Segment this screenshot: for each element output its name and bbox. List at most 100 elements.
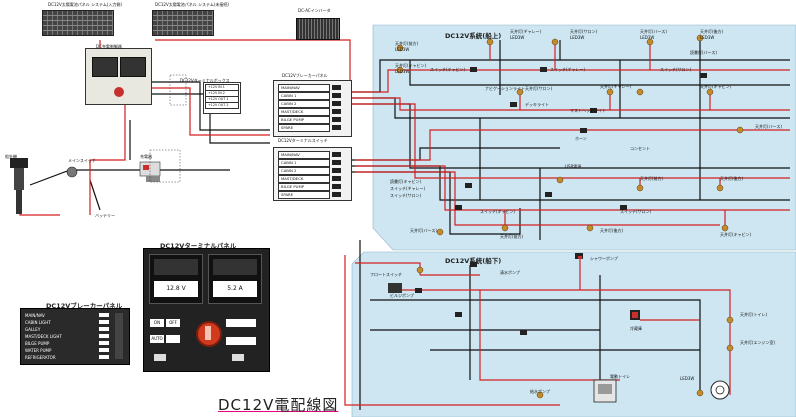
breaker-switch[interactable] (332, 109, 341, 114)
svg-text:LED3W: LED3W (510, 35, 524, 40)
svg-text:天井灯(バース): 天井灯(バース) (410, 227, 437, 233)
breaker-panel-row: MAIN/NAV (25, 313, 45, 318)
controller-knob[interactable] (114, 87, 124, 97)
svg-text:清水ポンプ: 清水ポンプ (500, 269, 520, 275)
breaker-panel-row: WATER PUMP (25, 348, 52, 353)
svg-text:天井灯(キャビン): 天井灯(キャビン) (395, 62, 427, 68)
breaker-switch[interactable] (332, 85, 341, 90)
breaker-panel-row: GALLEY (25, 327, 41, 332)
breaker-panel-row: MAST/DECK LIGHT (25, 334, 62, 339)
svg-text:冷蔵庫: 冷蔵庫 (630, 325, 642, 331)
breaker-toggle[interactable] (99, 334, 109, 338)
gauge-display (213, 259, 257, 275)
main-panel-label: DC12Vターミナルパネル (160, 242, 237, 250)
svg-text:LED3W: LED3W (700, 35, 714, 40)
breaker-switch[interactable] (332, 160, 341, 165)
svg-text:スイッチ(ギャレー): スイッチ(ギャレー) (550, 67, 586, 72)
svg-text:メインスイッチ: メインスイッチ (68, 158, 96, 163)
breaker-toggle[interactable] (99, 313, 109, 317)
svg-text:天井灯(ギャレー): 天井灯(ギャレー) (600, 83, 632, 89)
svg-text:LED3W: LED3W (680, 376, 694, 381)
panel-btn[interactable] (226, 319, 256, 327)
breaker-toggle[interactable] (99, 341, 109, 345)
svg-text:USB電源: USB電源 (565, 163, 581, 169)
svg-text:船外機: 船外機 (5, 153, 17, 159)
svg-text:バッテリー: バッテリー (95, 212, 115, 218)
svg-text:天井灯(後方): 天井灯(後方) (720, 175, 744, 181)
breaker-switch[interactable] (332, 117, 341, 122)
breaker-toggle[interactable] (99, 320, 109, 324)
panel-gauge-left: 12.8 V (149, 254, 203, 304)
panel-gauge-right: 5.2 A (208, 254, 262, 304)
breaker-toggle[interactable] (99, 327, 109, 331)
svg-text:天井灯(後方): 天井灯(後方) (700, 28, 724, 34)
solar-right-label: DC12V太陽電池パネル システム(未接続) (155, 2, 229, 7)
gauge-display (154, 259, 198, 275)
breaker-switch[interactable] (332, 93, 341, 98)
panel-btn-auto[interactable]: AUTO (150, 335, 164, 343)
breaker1-block: MAIN/NAV CABIN 1 CABIN 2 MAST/DECK BILGE… (273, 80, 352, 137)
charge-controller (85, 48, 152, 105)
svg-text:読書灯(キャビン): 読書灯(キャビン) (390, 178, 422, 184)
svg-text:充電器: 充電器 (140, 153, 152, 159)
inverter-label: DC-ACインバータ (298, 8, 331, 13)
panel-btn[interactable] (226, 337, 256, 345)
svg-text:天井灯(後方): 天井灯(後方) (600, 227, 624, 233)
knob-indicator (205, 326, 211, 340)
lower-section-title: DC12V系統(船下) (445, 257, 502, 265)
svg-text:LED3W: LED3W (395, 69, 409, 74)
svg-text:天井灯(サロン): 天井灯(サロン) (525, 85, 553, 91)
breaker-toggle[interactable] (99, 348, 109, 352)
main-switch-knob[interactable] (196, 321, 222, 347)
breaker-bus (115, 313, 123, 359)
svg-text:スイッチ(サロン): スイッチ(サロン) (390, 193, 422, 198)
breaker2-row: SPARE (278, 191, 330, 199)
svg-text:読書灯(バース): 読書灯(バース) (690, 49, 717, 55)
panel-btn[interactable] (166, 335, 180, 343)
svg-text:ビルジポンプ: ビルジポンプ (390, 292, 414, 298)
breaker-switch[interactable] (332, 152, 341, 157)
svg-text:スイッチ(キャビン): スイッチ(キャビン) (430, 66, 466, 72)
svg-text:給水ポンプ: 給水ポンプ (530, 388, 550, 394)
svg-text:ホーン: ホーン (575, 136, 587, 141)
panel-btn-off[interactable]: OFF (166, 319, 180, 327)
panel-indicator (232, 354, 244, 361)
breaker-toggle[interactable] (99, 355, 109, 359)
svg-text:スイッチ(サロン): スイッチ(サロン) (660, 67, 692, 72)
svg-text:天井灯(前方): 天井灯(前方) (500, 233, 524, 239)
svg-text:コンセント: コンセント (630, 146, 650, 151)
solar-panel-right (152, 10, 214, 36)
gauge-readout-current: 5.2 A (213, 281, 257, 297)
controller-display-right (120, 57, 146, 77)
solar-left-label: DC12V太陽電池パネル システム(入力側) (48, 2, 122, 7)
svg-text:マストヘッドライト: マストヘッドライト (570, 107, 606, 113)
breaker1-label: DC12Vブレーカーパネル (282, 73, 328, 78)
svg-text:シャワーポンプ: シャワーポンプ (590, 255, 618, 261)
breaker2-row: MAIN/NAV (278, 151, 330, 159)
main-panel: 12.8 V 5.2 A ON OFF AUTO (143, 248, 270, 372)
controller-display-left (92, 57, 118, 77)
panel-btn-on[interactable]: ON (150, 319, 164, 327)
svg-text:天井灯(キャビン): 天井灯(キャビン) (720, 231, 752, 237)
junction-label: DC12Vターミナルボックス (180, 78, 230, 83)
breaker2-row: CABIN 2 (278, 167, 330, 175)
breaker2-block: MAIN/NAV CABIN 1 CABIN 2 MAST/DECK BILGE… (273, 147, 352, 201)
svg-text:天井灯(前方): 天井灯(前方) (395, 40, 419, 46)
panel-indicator (154, 354, 166, 361)
svg-text:天井灯(バース): 天井灯(バース) (640, 28, 667, 34)
breaker-switch[interactable] (332, 192, 341, 197)
svg-text:LED3W: LED3W (640, 35, 654, 40)
svg-text:スイッチ(ギャレー): スイッチ(ギャレー) (390, 186, 426, 191)
breaker-switch[interactable] (332, 101, 341, 106)
breaker1-row: SPARE (278, 124, 330, 132)
breaker-switch[interactable] (332, 184, 341, 189)
breaker1-row: BILGE PUMP (278, 116, 330, 124)
breaker-switch[interactable] (332, 125, 341, 130)
breaker-switch[interactable] (332, 168, 341, 173)
breaker-switch[interactable] (332, 176, 341, 181)
breaker-panel-label: DC12Vブレーカーパネル (46, 302, 123, 310)
svg-text:天井灯(キャビン): 天井灯(キャビン) (700, 83, 732, 89)
svg-text:スイッチ(キャビン): スイッチ(キャビン) (480, 208, 516, 214)
svg-text:天井灯(前方): 天井灯(前方) (640, 175, 664, 181)
svg-text:天井灯(サロン): 天井灯(サロン) (570, 28, 598, 34)
